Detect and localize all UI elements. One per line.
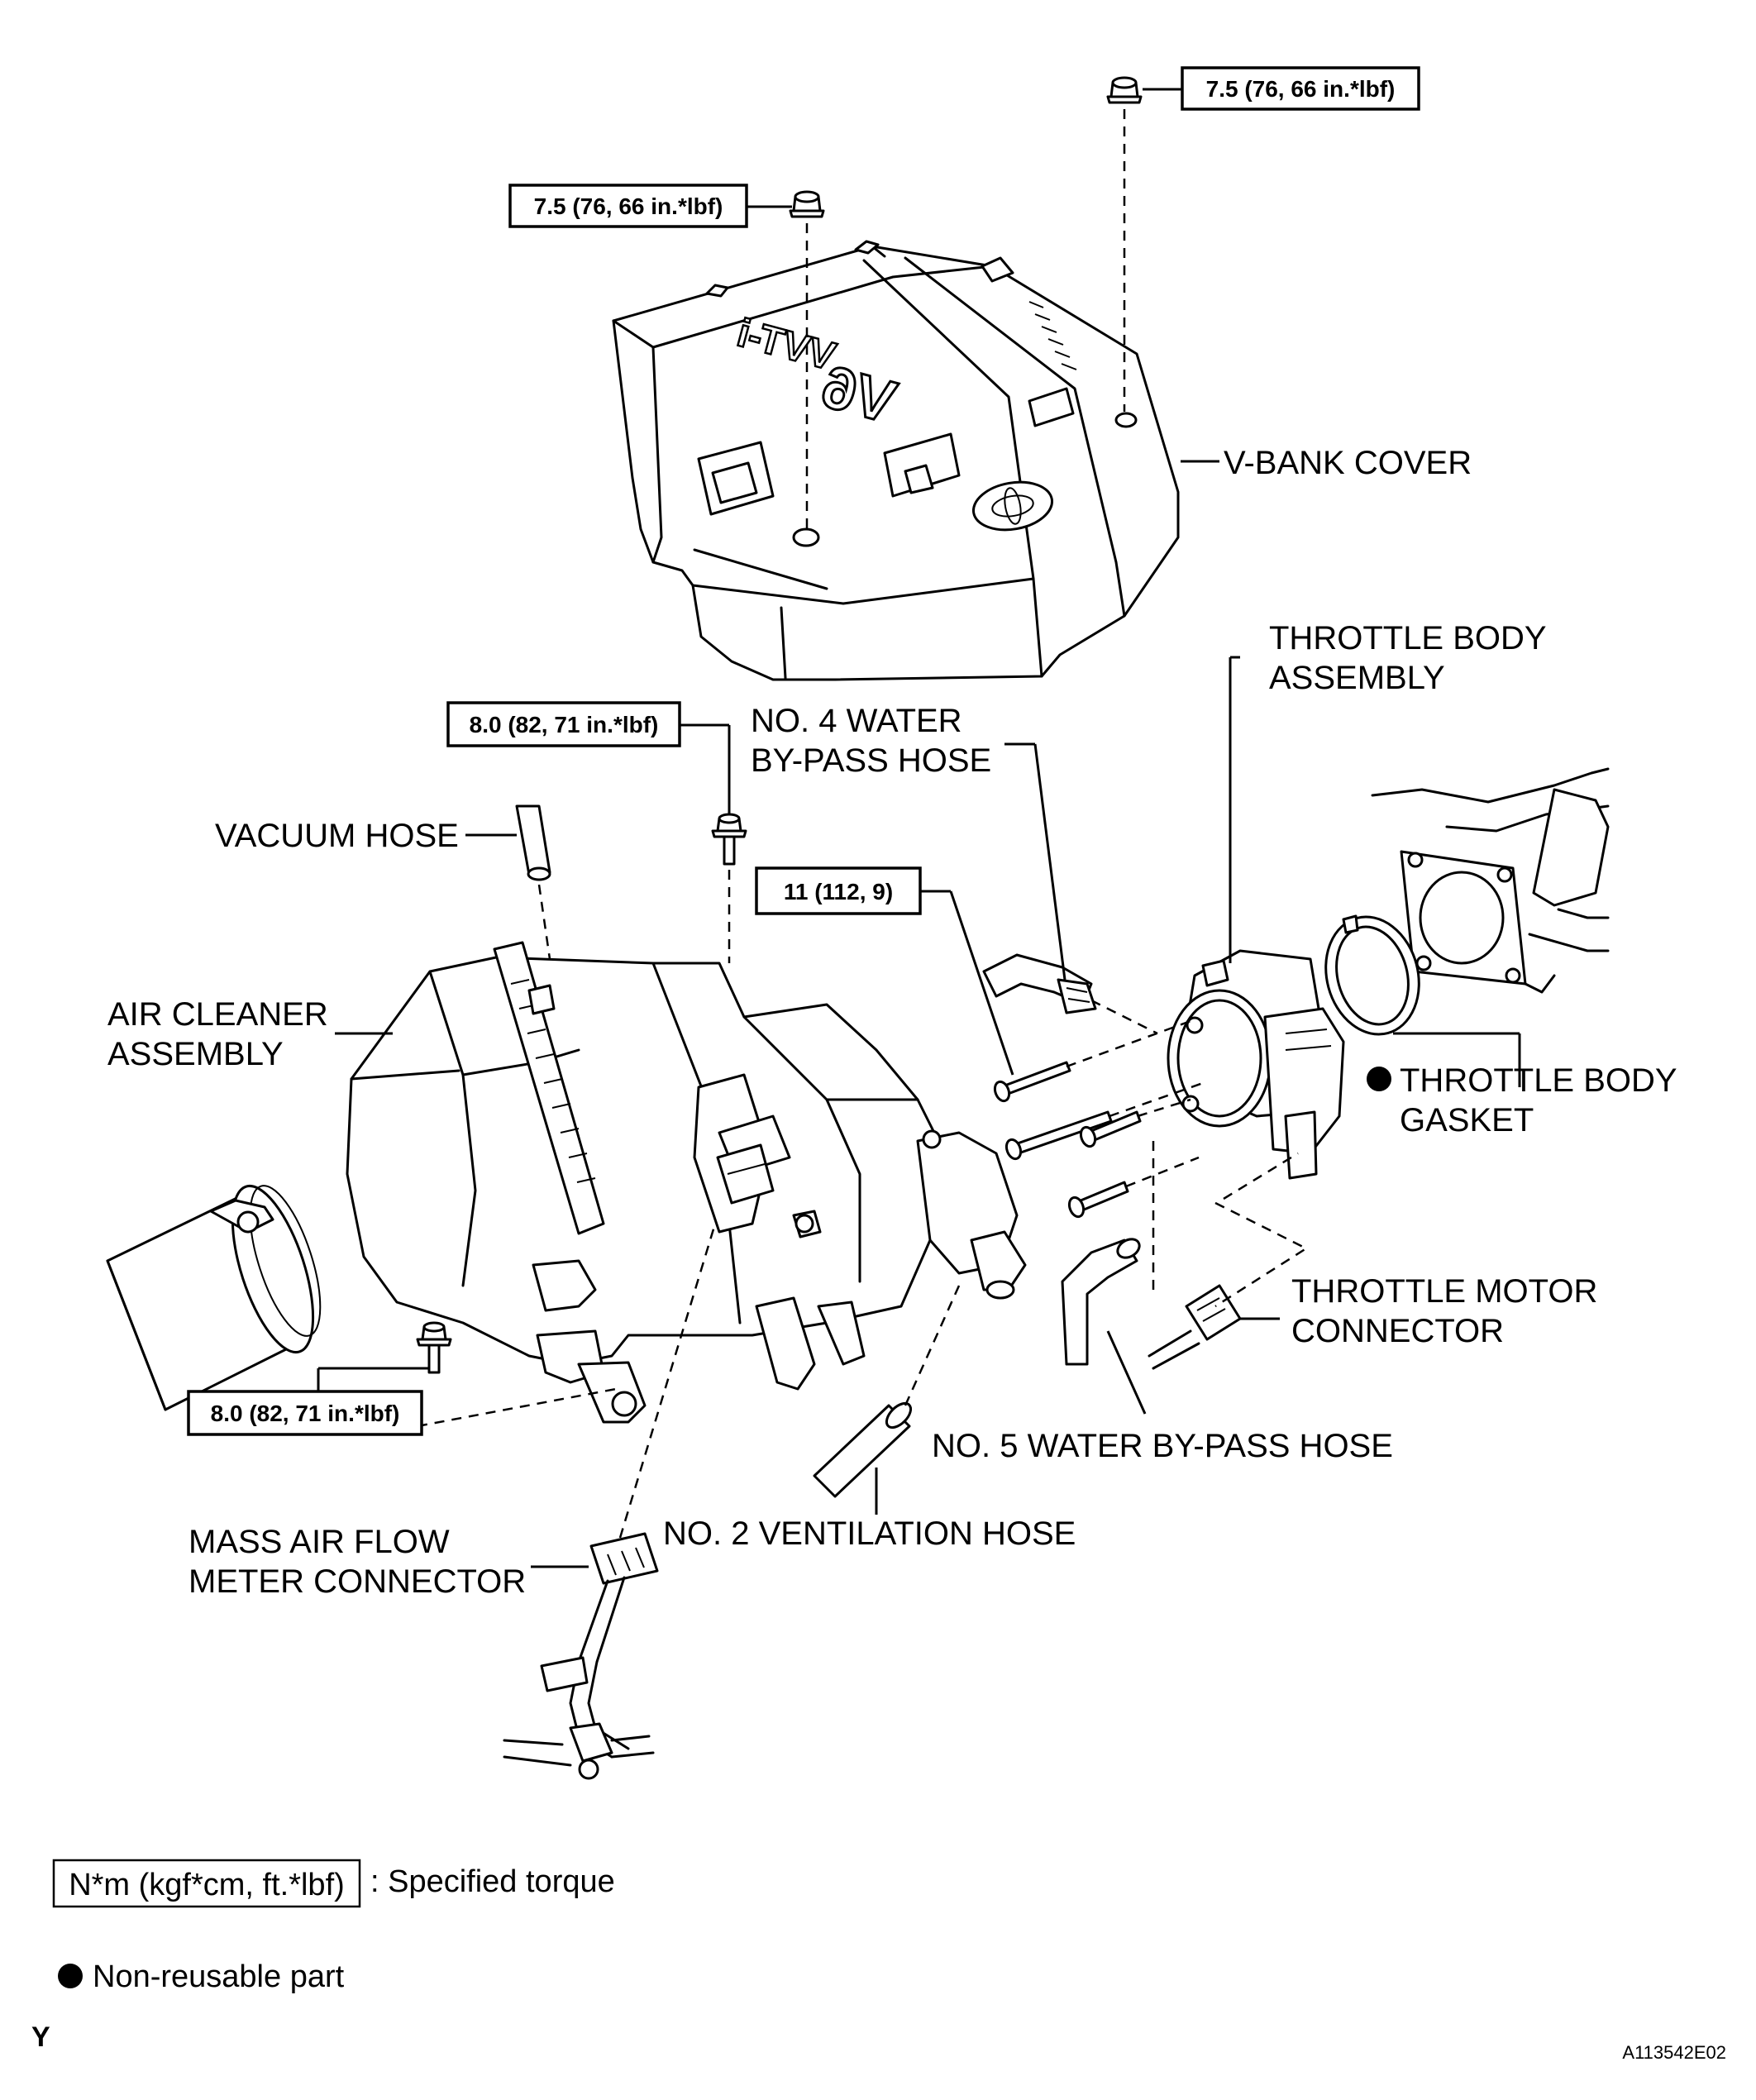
- torque-spec-5-text: 8.0 (82, 71 in.*lbf): [211, 1401, 400, 1426]
- no5-water-bypass-hose: [1061, 1238, 1141, 1366]
- label-air-cleaner-line2: ASSEMBLY: [107, 1036, 284, 1072]
- throttle-body-gasket: [1324, 914, 1420, 1036]
- torque-spec-2-text: 7.5 (76, 66 in.*lbf): [1206, 76, 1396, 102]
- no2-ventilation-hose: [813, 1401, 913, 1498]
- label-air-cleaner-line1: AIR CLEANER: [107, 996, 328, 1033]
- non-reusable-marker-gasket: [1367, 1067, 1391, 1091]
- cover-nut-right: [1106, 76, 1143, 104]
- torque-spec-2: 7.5 (76, 66 in.*lbf): [1181, 66, 1420, 111]
- cover-nut-left: [789, 190, 825, 218]
- air-cleaner-bolt-bottom: [416, 1321, 452, 1374]
- label-gasket-line1: THROTTLE BODY: [1400, 1062, 1677, 1099]
- v-bank-cover: VVT-i V6: [612, 240, 1180, 681]
- maf-connector: [503, 1532, 659, 1780]
- air-cleaner-assembly: [106, 941, 1027, 1424]
- label-throttle-body-line2: ASSEMBLY: [1269, 660, 1445, 696]
- vacuum-hose: [515, 804, 551, 881]
- throttle-body-bolt-3: [1079, 1110, 1142, 1148]
- throttle-body-bolt-2: [1004, 1110, 1113, 1161]
- legend-torque: N*m (kgf*cm, ft.*lbf) : Specified torque: [52, 1859, 615, 1908]
- no4-water-bypass-hose: [982, 953, 1097, 1014]
- torque-spec-4: 11 (112, 9): [755, 866, 922, 915]
- torque-spec-1-text: 7.5 (76, 66 in.*lbf): [534, 193, 723, 219]
- legend-torque-box-text: N*m (kgf*cm, ft.*lbf): [69, 1868, 345, 1902]
- non-reusable-marker-legend: [58, 1964, 83, 1988]
- intake-manifold-flange: [1371, 767, 1610, 994]
- label-no4-hose-line2: BY-PASS HOSE: [751, 742, 991, 779]
- label-maf-line1: MASS AIR FLOW: [188, 1524, 450, 1560]
- legend-torque-description: : Specified torque: [370, 1864, 615, 1899]
- label-no4-hose-line1: NO. 4 WATER: [751, 703, 962, 739]
- torque-spec-3: 8.0 (82, 71 in.*lbf): [446, 701, 681, 747]
- leader-lines: [317, 88, 1521, 1568]
- label-gasket-line2: GASKET: [1400, 1102, 1534, 1138]
- throttle-body-assembly: [1167, 949, 1345, 1180]
- air-cleaner-bolt-top: [711, 813, 747, 866]
- legend-nonreusable-text: Non-reusable part: [93, 1959, 345, 1994]
- label-no5-hose: NO. 5 WATER BY-PASS HOSE: [932, 1428, 1393, 1464]
- label-no2-ventilation-hose: NO. 2 VENTILATION HOSE: [663, 1515, 1076, 1552]
- torque-spec-1: 7.5 (76, 66 in.*lbf): [508, 184, 748, 228]
- figure-id: A113542E02: [1622, 2042, 1726, 2063]
- throttle-body-bolt-1: [993, 1061, 1071, 1103]
- torque-spec-4-text: 11 (112, 9): [784, 879, 893, 904]
- torque-spec-5: 8.0 (82, 71 in.*lbf): [187, 1390, 423, 1436]
- corner-code: Y: [31, 2021, 50, 2053]
- label-v-bank-cover: V-BANK COVER: [1224, 445, 1472, 481]
- label-vacuum-hose: VACUUM HOSE: [215, 818, 459, 854]
- label-maf-line2: METER CONNECTOR: [188, 1563, 526, 1600]
- label-motor-connector-line2: CONNECTOR: [1291, 1313, 1504, 1349]
- label-motor-connector-line1: THROTTLE MOTOR: [1291, 1273, 1597, 1310]
- torque-spec-3-text: 8.0 (82, 71 in.*lbf): [470, 712, 659, 737]
- label-throttle-body-line1: THROTTLE BODY: [1269, 620, 1547, 656]
- throttle-body-bolt-4: [1067, 1181, 1129, 1219]
- legend-nonreusable: Non-reusable part: [58, 1959, 345, 1994]
